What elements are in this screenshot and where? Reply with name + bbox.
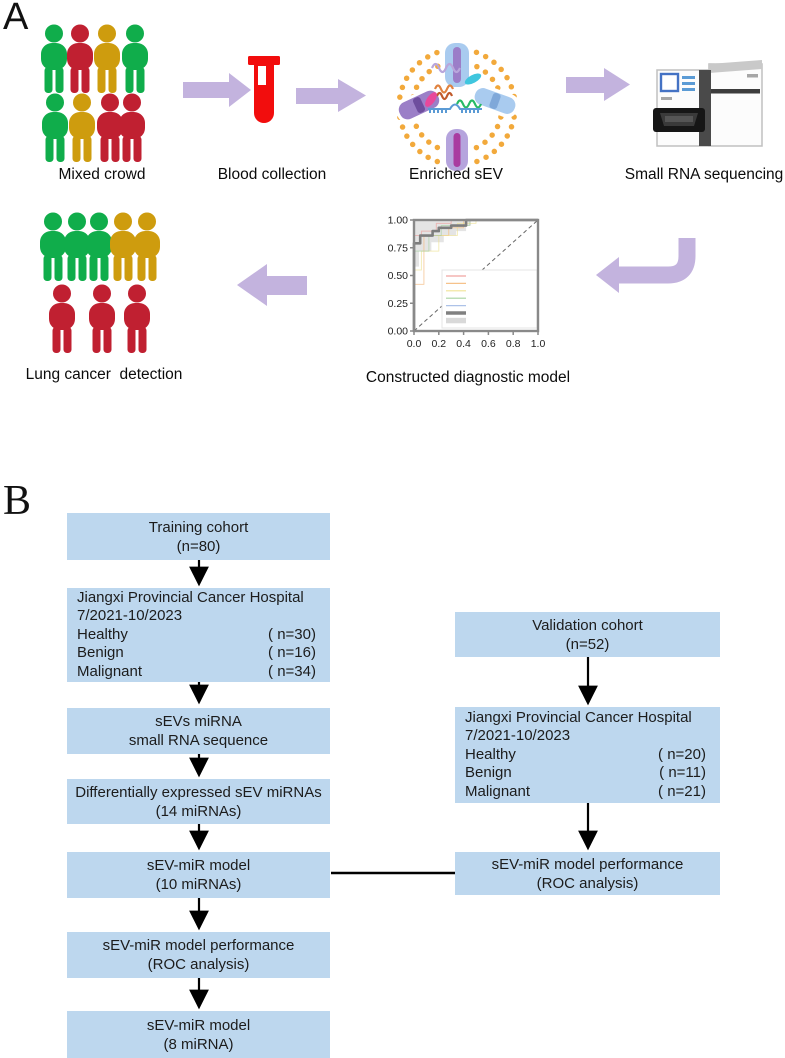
row-value: ( n=16) bbox=[268, 644, 316, 662]
left-arrow-icon bbox=[237, 264, 307, 306]
row-label: Benign bbox=[77, 644, 124, 662]
svg-text:0.25: 0.25 bbox=[388, 298, 409, 310]
cohort-row: Malignant ( n=34) bbox=[77, 663, 316, 682]
svg-text:0.6: 0.6 bbox=[481, 338, 496, 350]
validation-hospital-box: Jiangxi Provincial Cancer Hospital 7/202… bbox=[455, 707, 720, 803]
right-arrow-icon bbox=[183, 73, 251, 107]
box-line: sEV-miR model performance bbox=[491, 855, 684, 873]
svg-text:0.2: 0.2 bbox=[431, 338, 446, 350]
constructed-model-label: Constructed diagnostic model bbox=[365, 369, 571, 386]
sev-vesicle-icon bbox=[395, 40, 519, 174]
cohort-row: Benign ( n=16) bbox=[77, 644, 316, 663]
box-line: Jiangxi Provincial Cancer Hospital bbox=[77, 588, 304, 606]
row-label: Malignant bbox=[77, 662, 143, 680]
box-line: (14 miRNAs) bbox=[155, 802, 242, 820]
box-line: sEV-miR model performance bbox=[102, 937, 295, 954]
box-line: Differentially expressed sEV miRNAs bbox=[75, 783, 322, 801]
training-hospital-box: Jiangxi Provincial Cancer Hospital 7/202… bbox=[67, 588, 330, 682]
lung-cancer-detection-people-icon bbox=[40, 212, 160, 353]
cohort-row: Benign ( n=11) bbox=[465, 764, 706, 783]
row-label: Benign bbox=[465, 764, 512, 782]
row-label: Healthy bbox=[465, 745, 516, 763]
small-rna-sequencing-label: Small RNA sequencing bbox=[624, 166, 784, 183]
box-line: (10 miRNAs) bbox=[155, 876, 242, 893]
box-line: (8 miRNA) bbox=[163, 1035, 234, 1053]
validation-performance-box: sEV-miR model performance (ROC analysis) bbox=[455, 852, 720, 895]
right-arrow-icon bbox=[296, 79, 366, 112]
cohort-row: Malignant ( n=21) bbox=[465, 783, 706, 802]
svg-text:0.75: 0.75 bbox=[388, 242, 409, 254]
panel-a-label: A bbox=[3, 0, 29, 38]
blood-collection-label: Blood collection bbox=[217, 166, 327, 183]
elbow-down-left-arrow-icon bbox=[596, 238, 696, 293]
box-line: 7/2021-10/2023 bbox=[465, 727, 571, 745]
enriched-sev-label: Enriched sEV bbox=[409, 166, 503, 183]
row-label: Malignant bbox=[465, 782, 531, 800]
box-line: (ROC analysis) bbox=[147, 956, 250, 973]
svg-text:0.00: 0.00 bbox=[388, 326, 409, 338]
panel-b-label: B bbox=[3, 478, 32, 524]
roc-curve-chart: 0.00 0.25 0.50 0.75 1.00 0.0 0.2 0.4 0.6 0.8 1.0 bbox=[388, 215, 546, 351]
cohort-row: Healthy ( n=30) bbox=[77, 626, 316, 645]
svg-text:0.4: 0.4 bbox=[456, 338, 471, 350]
cohort-row: Healthy ( n=20) bbox=[465, 746, 706, 765]
box-line: Training cohort bbox=[148, 518, 249, 536]
box-line: Validation cohort bbox=[532, 616, 643, 634]
row-value: ( n=11) bbox=[659, 764, 706, 782]
box-line: (ROC analysis) bbox=[536, 874, 639, 892]
lung-cancer-detection-label: Lung cancer detection bbox=[25, 366, 183, 383]
model-10-box: sEV-miR model (10 miRNAs) bbox=[67, 852, 330, 898]
box-line: small RNA sequence bbox=[128, 732, 269, 749]
blood-tube-icon bbox=[248, 56, 280, 123]
box-line: sEVs miRNA bbox=[155, 713, 242, 730]
svg-text:0.0: 0.0 bbox=[407, 338, 422, 350]
box-line: (n=52) bbox=[565, 635, 610, 653]
box-line: 7/2021-10/2023 bbox=[77, 607, 183, 625]
svg-text:0.8: 0.8 bbox=[506, 338, 521, 350]
row-value: ( n=21) bbox=[658, 782, 706, 800]
mixed-crowd-label: Mixed crowd bbox=[58, 166, 146, 183]
sev-mirna-sequence-box: sEVs miRNA small RNA sequence bbox=[67, 708, 330, 754]
row-value: ( n=20) bbox=[658, 745, 706, 763]
row-value: ( n=34) bbox=[268, 662, 316, 680]
training-performance-box: sEV-miR model performance (ROC analysis) bbox=[67, 932, 330, 978]
right-arrow-icon bbox=[566, 68, 630, 101]
box-line: Jiangxi Provincial Cancer Hospital bbox=[465, 708, 692, 726]
training-cohort-box: Training cohort (n=80) bbox=[67, 513, 330, 560]
svg-text:1.00: 1.00 bbox=[388, 215, 409, 227]
box-line: sEV-miR model bbox=[146, 1016, 251, 1034]
validation-cohort-box: Validation cohort (n=52) bbox=[455, 612, 720, 657]
mixed-crowd-people-icon bbox=[41, 24, 148, 162]
diff-expressed-box: Differentially expressed sEV miRNAs (14 … bbox=[67, 779, 330, 824]
model-8-box: sEV-miR model (8 miRNA) bbox=[67, 1011, 330, 1058]
svg-text:1.0: 1.0 bbox=[531, 338, 546, 350]
box-line: sEV-miR model bbox=[146, 857, 251, 874]
box-line: (n=80) bbox=[176, 537, 221, 555]
row-label: Healthy bbox=[77, 625, 128, 643]
svg-text:0.50: 0.50 bbox=[388, 270, 409, 282]
row-value: ( n=30) bbox=[268, 625, 316, 643]
sequencer-machine-icon bbox=[653, 60, 763, 147]
